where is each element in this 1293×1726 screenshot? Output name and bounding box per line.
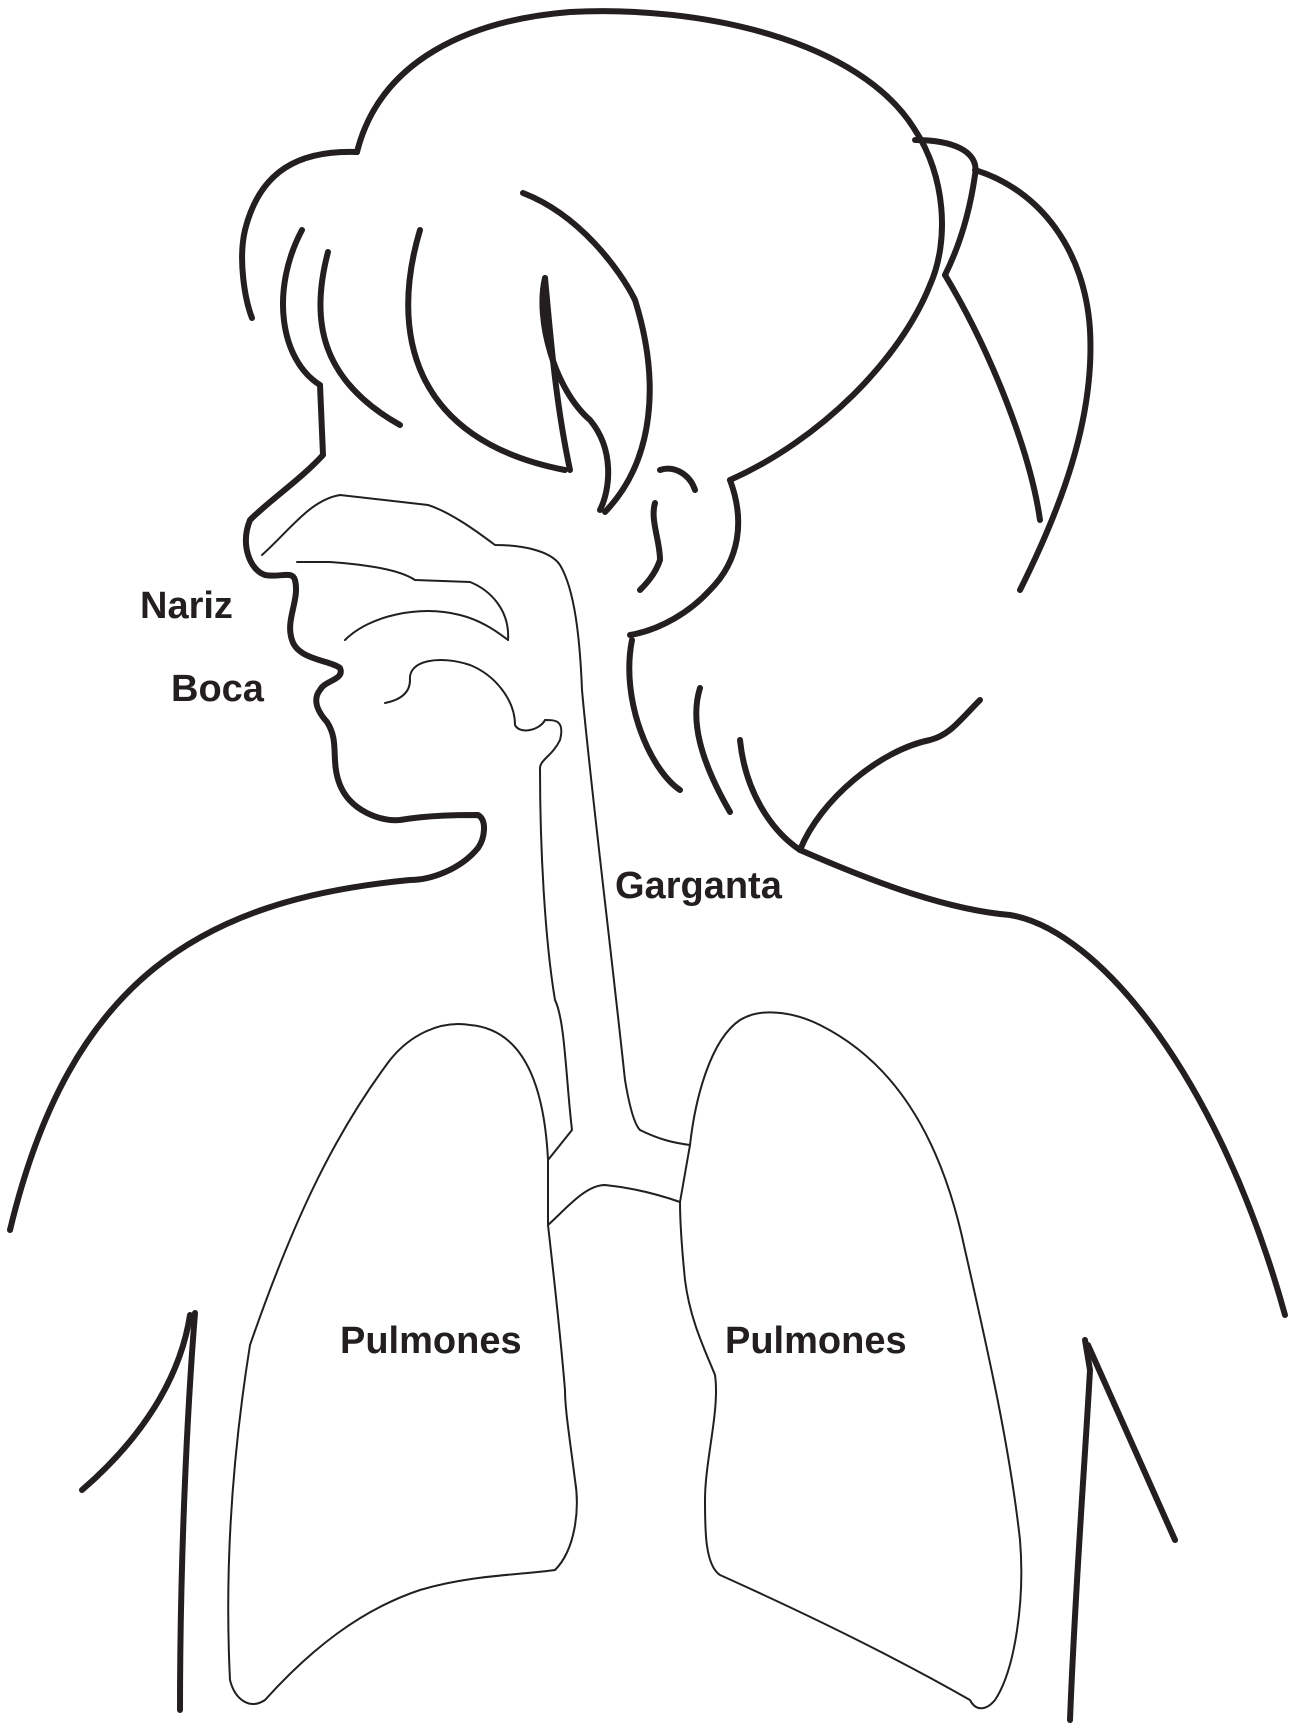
ponytail-outline bbox=[915, 140, 976, 275]
ear-inner bbox=[640, 469, 695, 590]
neck-back-outline bbox=[629, 640, 800, 850]
left-lung-outline bbox=[228, 1024, 577, 1704]
bronchi bbox=[548, 1185, 680, 1225]
right-arm-inner bbox=[1070, 1340, 1090, 1720]
left-arm-outer bbox=[82, 1315, 190, 1490]
trachea-back bbox=[582, 690, 690, 1145]
hair-bang-strand-1 bbox=[283, 230, 320, 385]
hair-bang-strand-3 bbox=[408, 230, 565, 470]
hair-bang-strand-2 bbox=[320, 252, 400, 425]
trachea-front bbox=[540, 768, 572, 1160]
right-lung-label: Pulmones bbox=[725, 1322, 907, 1360]
nose-label: Nariz bbox=[140, 587, 233, 625]
right-shoulder-outline bbox=[800, 850, 1285, 1315]
forehead-line bbox=[246, 385, 484, 880]
hair-side-strand bbox=[542, 278, 608, 510]
left-shoulder-outline bbox=[10, 880, 410, 1230]
ponytail-tail bbox=[975, 170, 1090, 590]
palate-line bbox=[345, 611, 508, 640]
left-arm-inner bbox=[180, 1313, 195, 1710]
ear-outline bbox=[630, 480, 738, 635]
nasal-cavity-upper bbox=[262, 495, 582, 690]
left-lung-label: Pulmones bbox=[340, 1322, 522, 1360]
throat-label: Garganta bbox=[615, 867, 782, 905]
neck-to-shoulder bbox=[800, 700, 980, 850]
nasal-cavity-lower bbox=[297, 562, 508, 640]
hair-inner-strand bbox=[545, 278, 570, 470]
ponytail-inner bbox=[945, 275, 1040, 520]
right-arm-outer bbox=[1088, 1345, 1175, 1540]
tongue-line bbox=[385, 660, 561, 768]
mouth-label: Boca bbox=[171, 670, 264, 708]
